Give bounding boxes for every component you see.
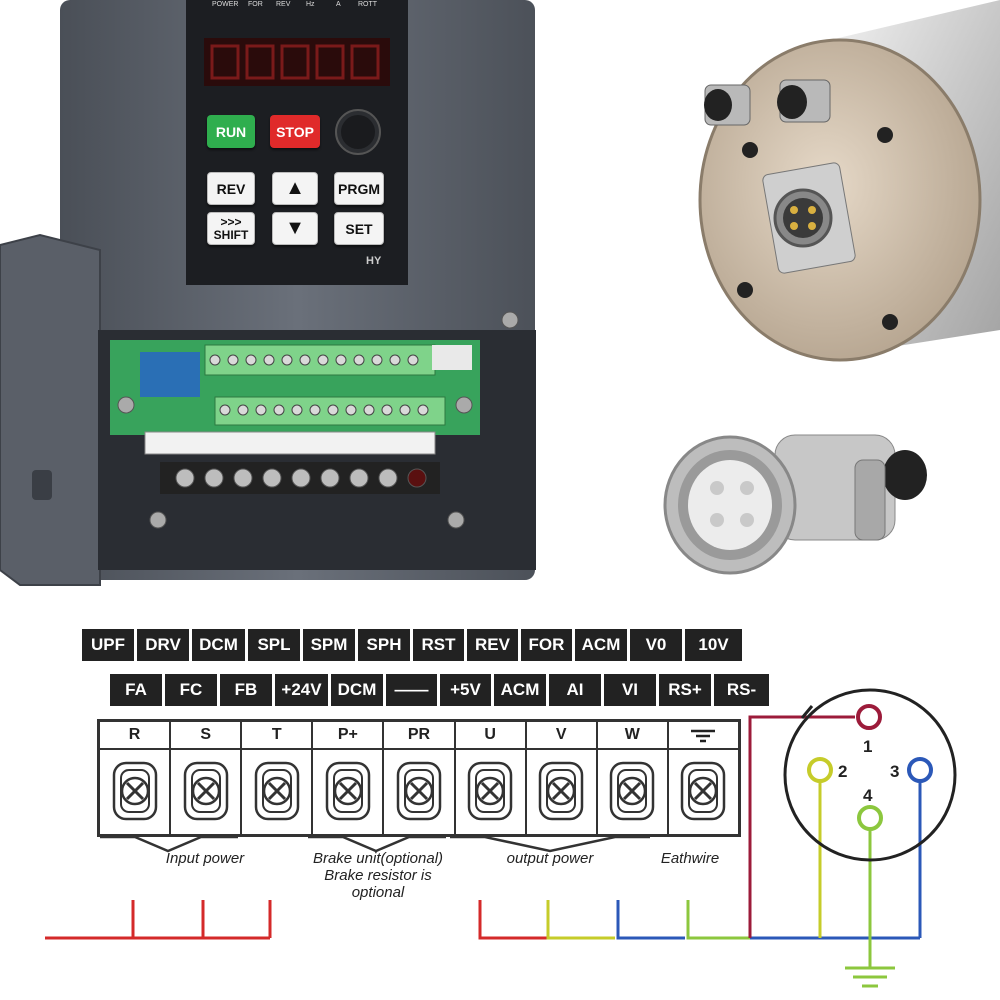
terminal-dcm: DCM — [192, 629, 248, 661]
terminal-ai: AI — [549, 674, 604, 706]
prgm-button[interactable]: PRGM — [334, 172, 384, 205]
control-terminal-row-top: UPF DRV DCM SPL SPM SPH RST REV FOR ACM … — [82, 629, 742, 661]
stop-button[interactable]: STOP — [270, 115, 320, 148]
led-label-rott: ROTT — [358, 1, 378, 8]
terminal-blank: —— — [386, 674, 440, 706]
input-power-label: Input power — [165, 850, 245, 867]
shift-button[interactable]: >>> SHIFT — [207, 212, 255, 245]
terminal-rs-minus: RS- — [714, 674, 769, 706]
power-terminal-p-plus-label: P+ — [313, 722, 383, 750]
terminal-fb: FB — [220, 674, 275, 706]
run-button[interactable]: RUN — [207, 115, 255, 148]
ground-icon — [668, 722, 738, 750]
plug-pin-3-label: 3 — [890, 762, 900, 781]
power-terminal-t: T — [242, 722, 314, 834]
terminal-10v: 10V — [685, 629, 742, 661]
terminal-v0: V0 — [630, 629, 685, 661]
terminal-24v: +24V — [275, 674, 331, 706]
led-label-rev: REV — [276, 1, 291, 8]
terminal-upf: UPF — [82, 629, 137, 661]
power-terminal-s-label: S — [171, 722, 241, 750]
spindle-illustration — [698, 0, 1000, 362]
led-label-power: POWER — [212, 1, 239, 8]
output-power-label: output power — [506, 850, 594, 867]
power-terminal-s: S — [171, 722, 243, 834]
brake-note-line-2: Brake resistor is — [324, 867, 432, 884]
shift-arrows-label: >>> — [220, 214, 242, 229]
terminal-dcm-2: DCM — [331, 674, 386, 706]
power-terminal-v-label: V — [526, 722, 596, 750]
rev-button[interactable]: REV — [207, 172, 255, 205]
earthwire-label: Eathwire — [660, 850, 720, 867]
power-terminal-u: U — [455, 722, 527, 834]
brake-note-line-1: Brake unit(optional) — [312, 850, 444, 867]
terminal-for: FOR — [521, 629, 575, 661]
power-terminal-pr: PR — [384, 722, 456, 834]
power-terminal-ground — [668, 722, 738, 834]
led-label-a: A — [336, 1, 341, 8]
brake-note: Brake unit(optional) Brake resistor is o… — [298, 850, 458, 901]
power-terminal-w-label: W — [597, 722, 667, 750]
terminal-sph: SPH — [358, 629, 413, 661]
power-terminal-r: R — [100, 722, 172, 834]
set-button[interactable]: SET — [334, 212, 384, 245]
power-terminal-u-label: U — [455, 722, 525, 750]
down-arrow-button[interactable]: ▼ — [272, 212, 318, 245]
brand-label: HY — [366, 255, 382, 267]
aviation-plug-illustration — [663, 434, 927, 575]
brake-note-line-3: optional — [351, 884, 405, 901]
control-terminal-row-bottom: FA FC FB +24V DCM —— +5V ACM AI VI RS+ R… — [110, 674, 769, 706]
terminal-spl: SPL — [248, 629, 303, 661]
plug-pin-2-label: 2 — [838, 762, 848, 781]
power-terminal-block: R S T P+ PR U V W — [97, 719, 741, 837]
led-label-hz: Hz — [306, 1, 315, 8]
terminal-spm: SPM — [303, 629, 358, 661]
plug-pin-1-label: 1 — [863, 737, 873, 756]
power-terminal-t-label: T — [242, 722, 312, 750]
terminal-rst: RST — [413, 629, 467, 661]
terminal-acm-2: ACM — [494, 674, 549, 706]
terminal-fa: FA — [110, 674, 165, 706]
power-terminal-w: W — [597, 722, 669, 834]
terminal-drv: DRV — [137, 629, 192, 661]
led-label-for: FOR — [248, 1, 263, 8]
power-terminal-v: V — [526, 722, 598, 834]
shift-label: SHIFT — [213, 227, 249, 242]
power-terminal-p-plus: P+ — [313, 722, 385, 834]
terminal-rev: REV — [467, 629, 521, 661]
terminal-rs-plus: RS+ — [659, 674, 714, 706]
power-terminal-pr-label: PR — [384, 722, 454, 750]
terminal-vi: VI — [604, 674, 659, 706]
plug-pin-4-label: 4 — [863, 786, 873, 805]
up-arrow-button[interactable]: ▲ — [272, 172, 318, 205]
vfd-illustration — [0, 0, 536, 586]
power-terminal-r-label: R — [100, 722, 170, 750]
terminal-fc: FC — [165, 674, 220, 706]
terminal-acm: ACM — [575, 629, 630, 661]
terminal-5v: +5V — [440, 674, 494, 706]
